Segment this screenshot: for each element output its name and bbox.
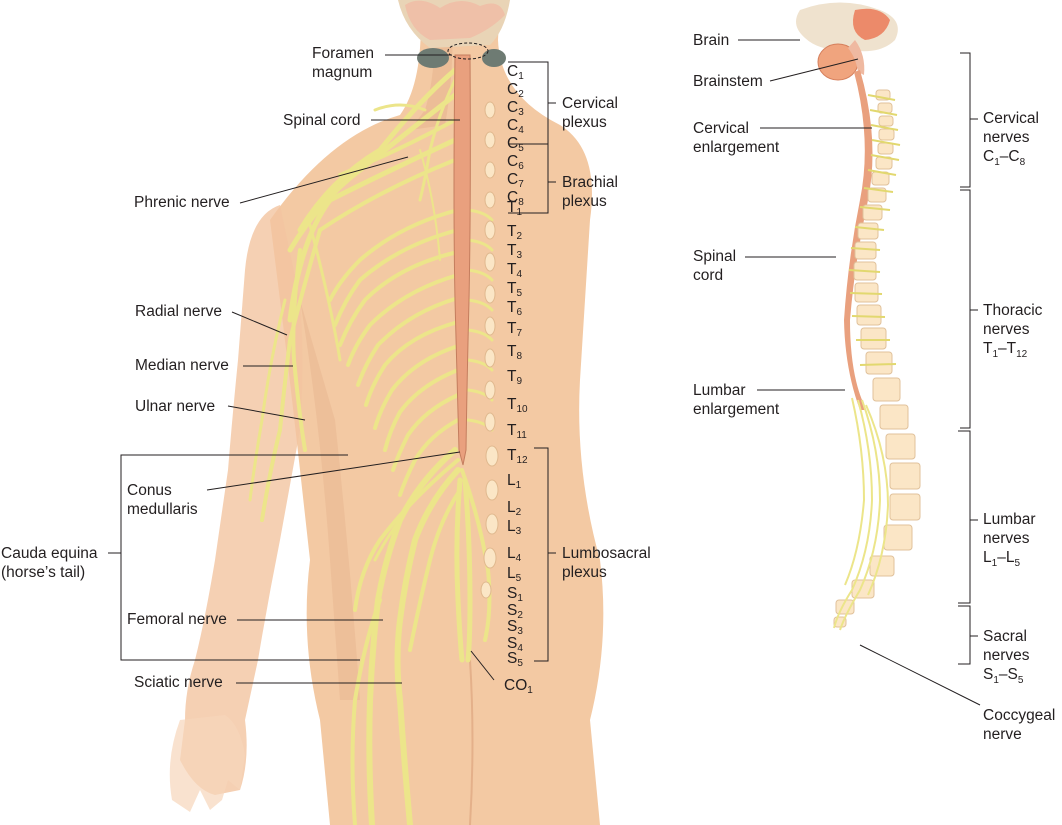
- segment-label-s4: S4: [507, 635, 523, 654]
- lateral-nerve-roots: [848, 94, 901, 366]
- segment-label-l4: L4: [507, 545, 522, 564]
- label-sciatic-nerve: Sciatic nerve: [134, 674, 223, 691]
- segment-label-t9: T9: [507, 368, 523, 387]
- segment-label-t10: T10: [507, 396, 528, 415]
- back-shadow: [300, 300, 360, 700]
- segment-label-c3: C3: [507, 99, 524, 118]
- segment-label-l1: L1: [507, 472, 522, 491]
- segment-label-c2: C2: [507, 81, 524, 100]
- label-co1: CO1: [504, 677, 533, 696]
- label-ulnar-nerve: Ulnar nerve: [135, 398, 216, 415]
- buttock-line: [469, 659, 474, 825]
- torso: [270, 0, 604, 825]
- segment-label-t4: T4: [507, 261, 523, 280]
- nerve-network: [248, 67, 494, 825]
- segment-label-c5: C5: [507, 135, 524, 154]
- label-cauda-equina: Cauda equina(horse’s tail): [1, 545, 98, 581]
- brain-lateral: [796, 2, 898, 81]
- label-brain: Brain: [693, 32, 730, 49]
- segment-label-l3: L3: [507, 518, 522, 537]
- label-radial-nerve: Radial nerve: [135, 303, 223, 320]
- segment-label-s5: S5: [507, 650, 523, 669]
- vertebra-marks-left: [480, 101, 499, 599]
- vertebral-column: [833, 89, 921, 628]
- segment-label-l5: L5: [507, 565, 522, 584]
- leader-lines-right: [738, 39, 981, 706]
- spinal-cord-right: [844, 70, 873, 410]
- left-arm: [180, 205, 303, 795]
- spinal-cord-left: [453, 54, 471, 466]
- segment-label-c4: C4: [507, 117, 524, 136]
- segment-label-t11: T11: [507, 422, 527, 441]
- segment-label-t2: T2: [507, 223, 523, 242]
- segment-label-c6: C6: [507, 153, 524, 172]
- segment-label-s3: S3: [507, 618, 523, 637]
- segment-label-t12: T12: [507, 447, 528, 466]
- label-spinal-cord: Spinal cord: [283, 112, 361, 129]
- label-phrenic-nerve: Phrenic nerve: [134, 194, 230, 211]
- segment-label-t7: T7: [507, 320, 523, 339]
- label-femoral-nerve: Femoral nerve: [127, 611, 227, 628]
- segment-label-s1: S1: [507, 585, 523, 604]
- body-silhouette: [169, 0, 604, 825]
- segment-label-c1: C1: [507, 63, 524, 82]
- leader-lines-left: [108, 54, 556, 684]
- segment-label-c7: C7: [507, 171, 524, 190]
- label-median-nerve: Median nerve: [135, 357, 229, 374]
- cauda-lateral: [833, 397, 890, 631]
- segment-label-c8: C8: [507, 189, 524, 208]
- segment-label-s2: S2: [507, 602, 523, 621]
- foramen-magnum-outline: [447, 42, 489, 60]
- segment-label-t5: T5: [507, 280, 523, 299]
- segment-label-t1: T1: [507, 199, 523, 218]
- segment-label-l2: L2: [507, 499, 522, 518]
- segment-label-t8: T8: [507, 343, 523, 362]
- segment-label-t6: T6: [507, 299, 523, 318]
- label-brainstem: Brainstem: [693, 73, 763, 90]
- left-hand: [169, 715, 245, 812]
- head-brain: [398, 0, 510, 68]
- segment-label-t3: T3: [507, 242, 523, 261]
